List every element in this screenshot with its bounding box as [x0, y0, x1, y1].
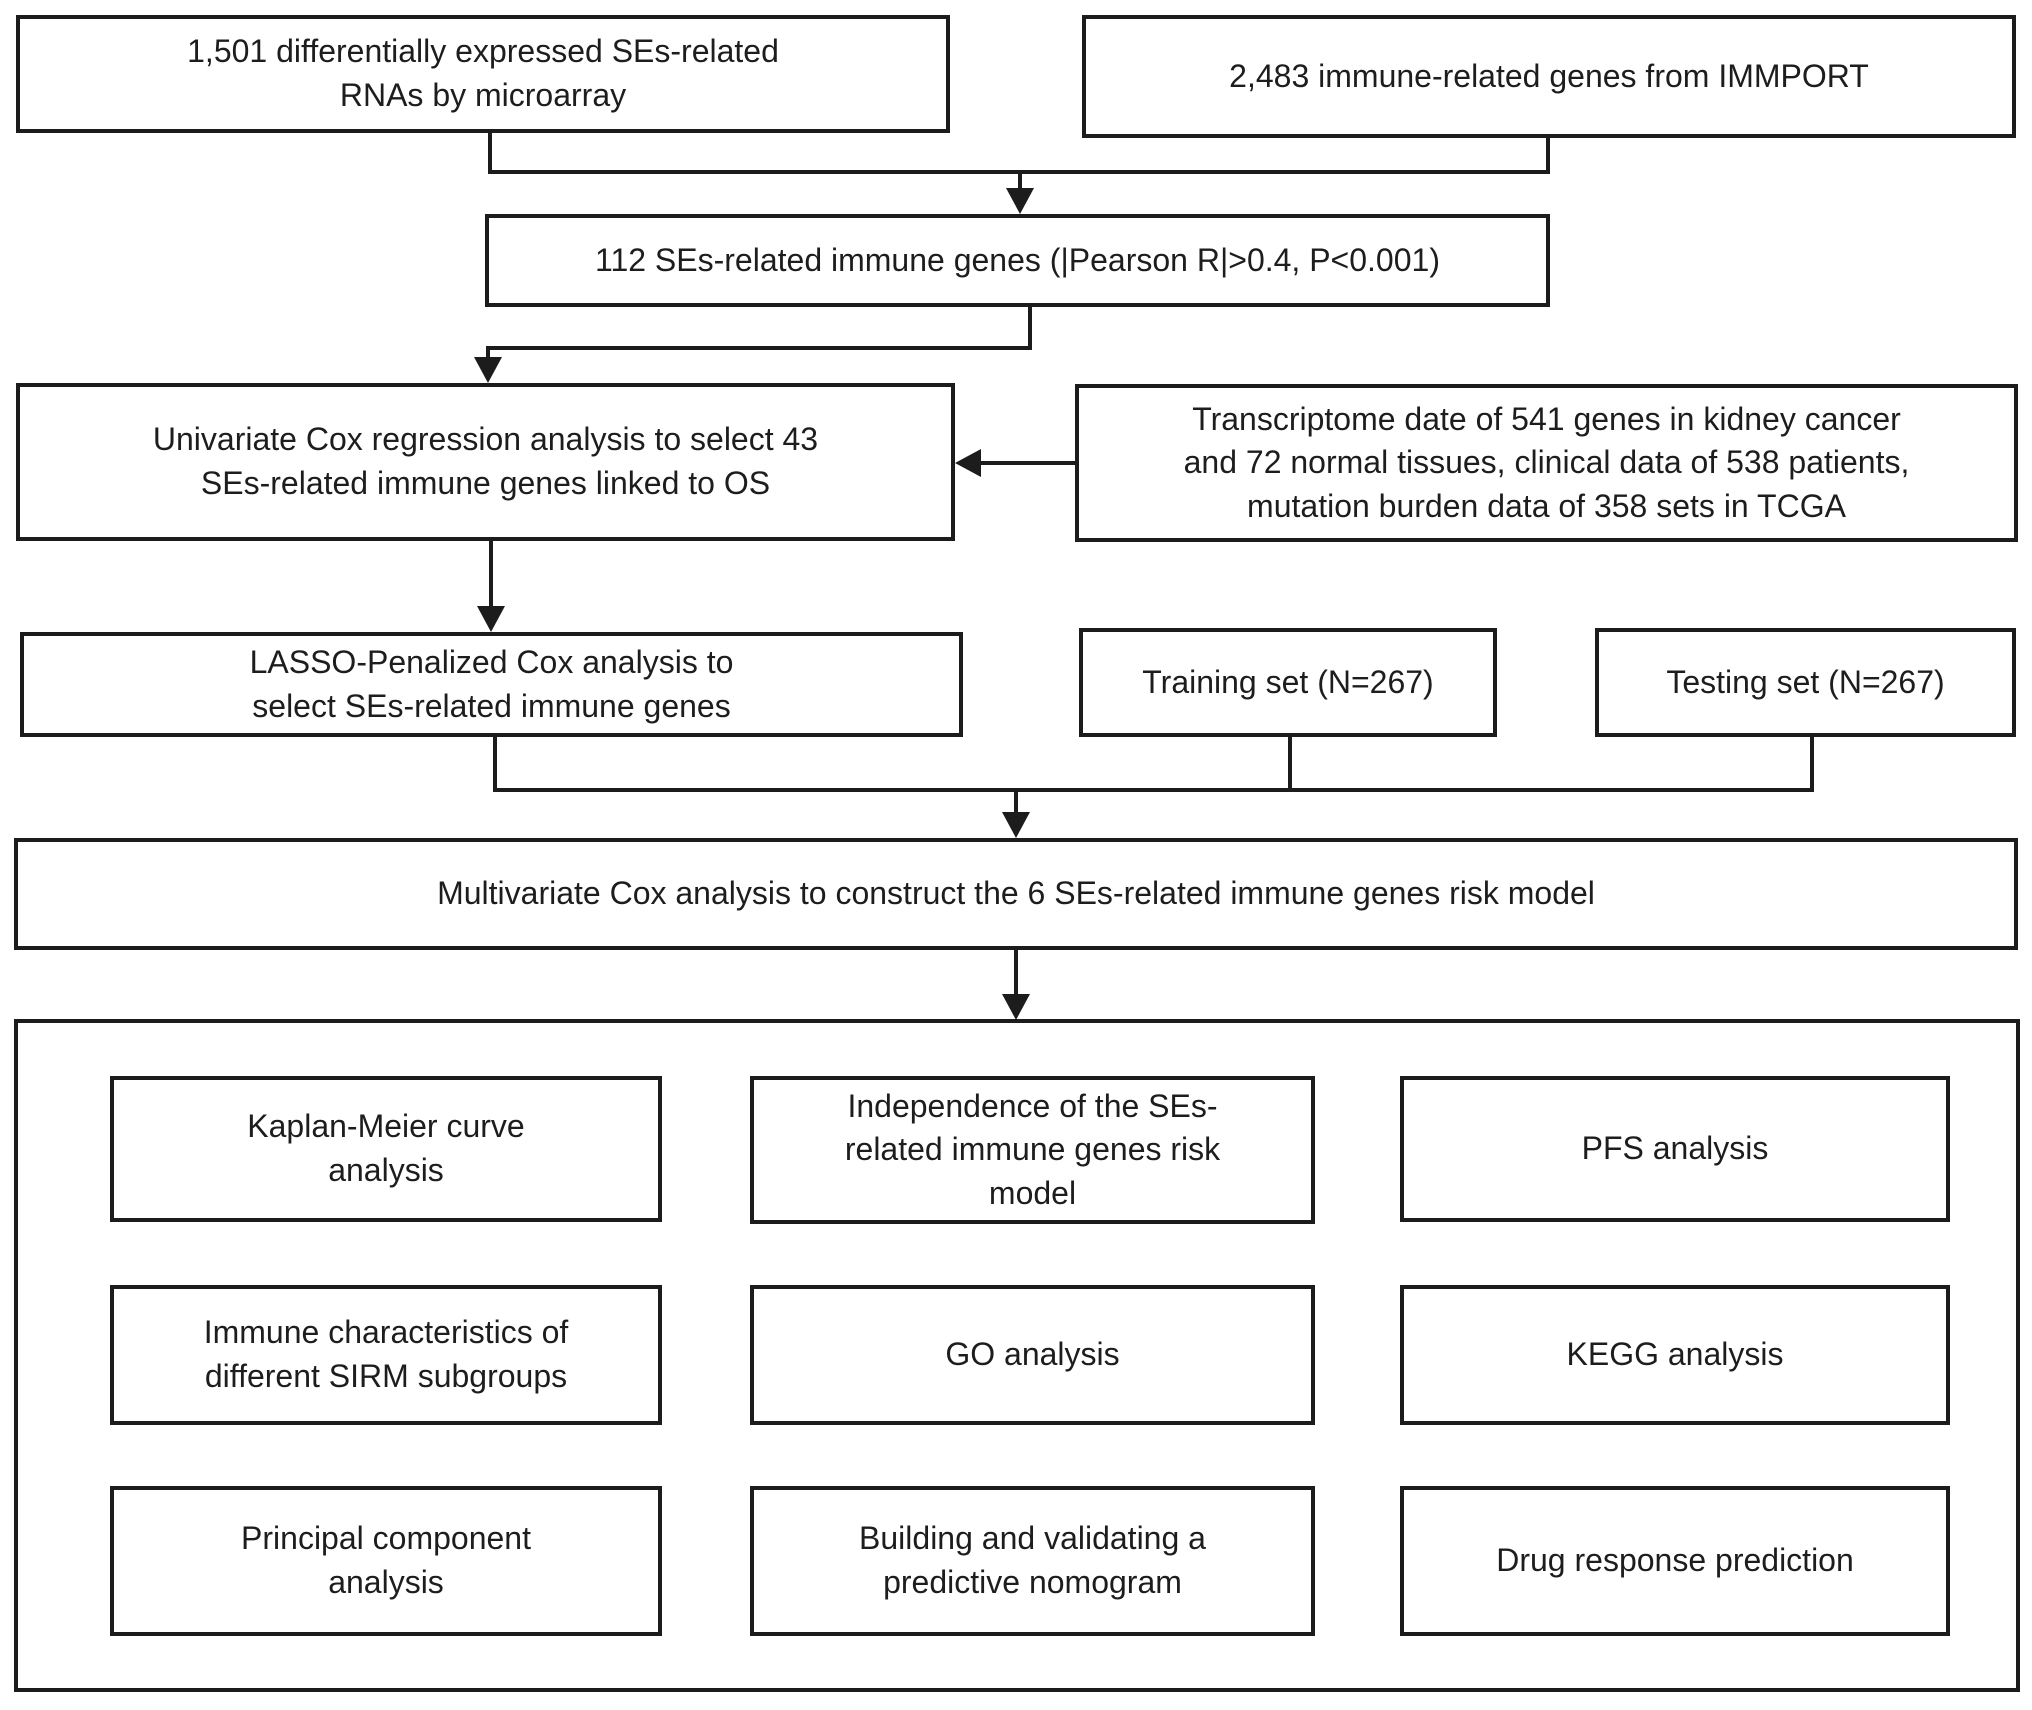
- node-kaplan-meier: Kaplan-Meier curve analysis: [110, 1076, 662, 1222]
- connector-into-univariate-stub: [486, 346, 490, 360]
- arrowhead-into-univariate: [474, 357, 502, 383]
- node-pfs-analysis: PFS analysis: [1400, 1076, 1950, 1222]
- node-testing-set: Testing set (N=267): [1595, 628, 2016, 737]
- node-multivariate-cox: Multivariate Cox analysis to construct t…: [14, 838, 2018, 950]
- connector-univariate-down: [489, 541, 493, 606]
- node-univariate-cox: Univariate Cox regression analysis to se…: [16, 383, 955, 541]
- node-immune-characteristics: Immune characteristics of different SIRM…: [110, 1285, 662, 1425]
- connector-tcga-left: [978, 461, 1075, 465]
- connector-immport-down: [1546, 138, 1550, 174]
- node-training-set: Training set (N=267): [1079, 628, 1497, 737]
- node-independence: Independence of the SEs- related immune …: [750, 1076, 1315, 1224]
- connector-into-pearson-stub: [1018, 170, 1022, 192]
- node-lasso-cox: LASSO-Penalized Cox analysis to select S…: [20, 632, 963, 737]
- connector-into-multivariate-stub: [1014, 788, 1018, 814]
- node-pearson-filter: 112 SEs-related immune genes (|Pearson R…: [485, 214, 1550, 307]
- arrowhead-into-lasso: [477, 606, 505, 632]
- connector-training-down: [1288, 737, 1292, 792]
- arrowhead-into-analyses: [1002, 994, 1030, 1020]
- connector-lasso-down: [493, 737, 497, 792]
- node-kegg-analysis: KEGG analysis: [1400, 1285, 1950, 1425]
- node-drug-response: Drug response prediction: [1400, 1486, 1950, 1636]
- arrowhead-into-multivariate: [1002, 812, 1030, 838]
- connector-multivariate-down: [1014, 950, 1018, 996]
- node-nomogram: Building and validating a predictive nom…: [750, 1486, 1315, 1636]
- node-tcga-data: Transcriptome date of 541 genes in kidne…: [1075, 384, 2018, 542]
- connector-pearson-down: [1028, 307, 1032, 350]
- connector-pearson-left-rail: [486, 346, 1032, 350]
- connector-merge-rail-bottom: [493, 788, 1814, 792]
- node-go-analysis: GO analysis: [750, 1285, 1315, 1425]
- connector-testing-down: [1810, 737, 1814, 792]
- node-immport-genes: 2,483 immune-related genes from IMMPORT: [1082, 15, 2016, 138]
- arrowhead-into-univariate-right: [955, 449, 981, 477]
- arrowhead-into-pearson: [1006, 188, 1034, 214]
- node-microarray-rnas: 1,501 differentially expressed SEs-relat…: [16, 15, 950, 133]
- connector-microarray-down: [488, 133, 492, 174]
- node-pca: Principal component analysis: [110, 1486, 662, 1636]
